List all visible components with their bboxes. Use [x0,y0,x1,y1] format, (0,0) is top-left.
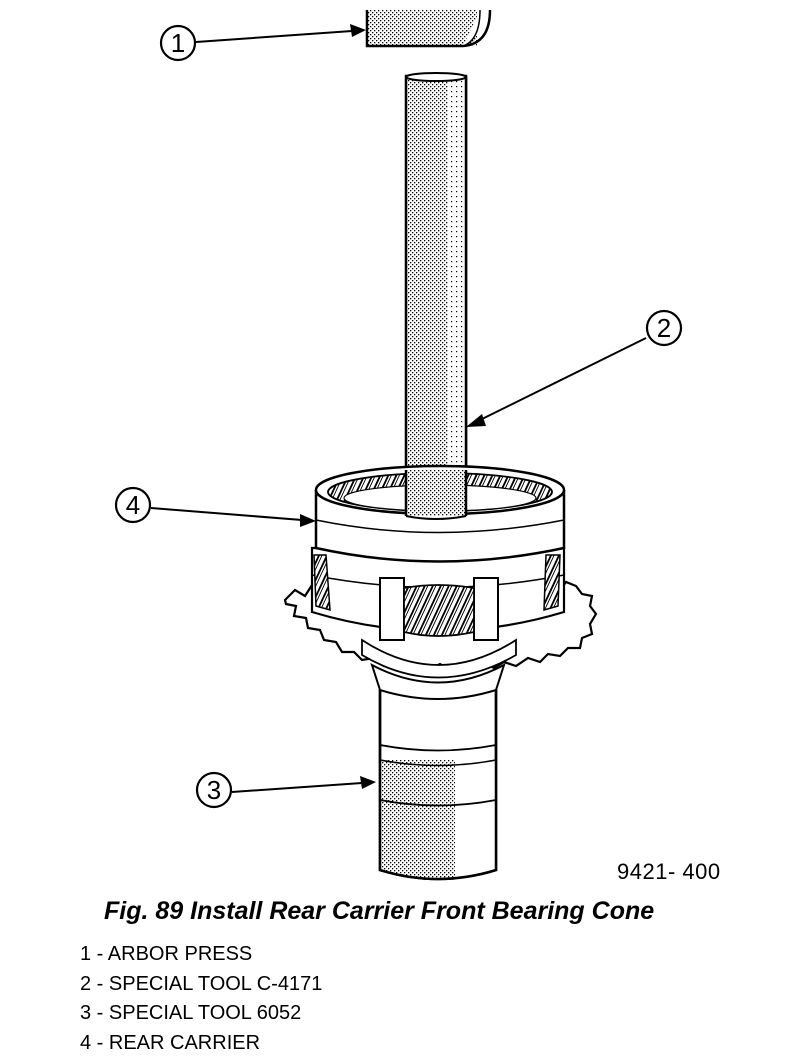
figure-caption: Fig. 89 Install Rear Carrier Front Beari… [104,897,655,925]
legend-item-rear-carrier: 4 - REAR CARRIER [80,1031,261,1054]
special-tool-6052 [370,662,506,881]
parts-legend: 1 - ARBOR PRESS 2 - SPECIAL TOOL C-4171 … [80,940,322,1058]
rear-carrier [283,464,598,679]
legend-item-special-tool-c4171: 2 - SPECIAL TOOL C-4171 [80,972,323,995]
callout-3: 3 [195,771,376,809]
callout-4: 4 [114,486,316,527]
callout-1: 1 [159,24,366,62]
callout-3-number: 3 [207,775,221,805]
technical-illustration: 1 2 3 4 [114,9,683,881]
legend-item-special-tool-6052: 3 - SPECIAL TOOL 6052 [80,1002,302,1024]
arbor-press [365,9,492,48]
figure-code: 9421- 400 [617,859,721,884]
callout-2-number: 2 [657,313,671,343]
special-tool-c4171 [404,72,468,518]
callout-1-number: 1 [171,28,185,58]
callout-4-number: 4 [126,490,140,520]
callout-2: 2 [466,309,683,427]
legend-item-arbor-press: 1 - ARBOR PRESS [80,943,253,965]
